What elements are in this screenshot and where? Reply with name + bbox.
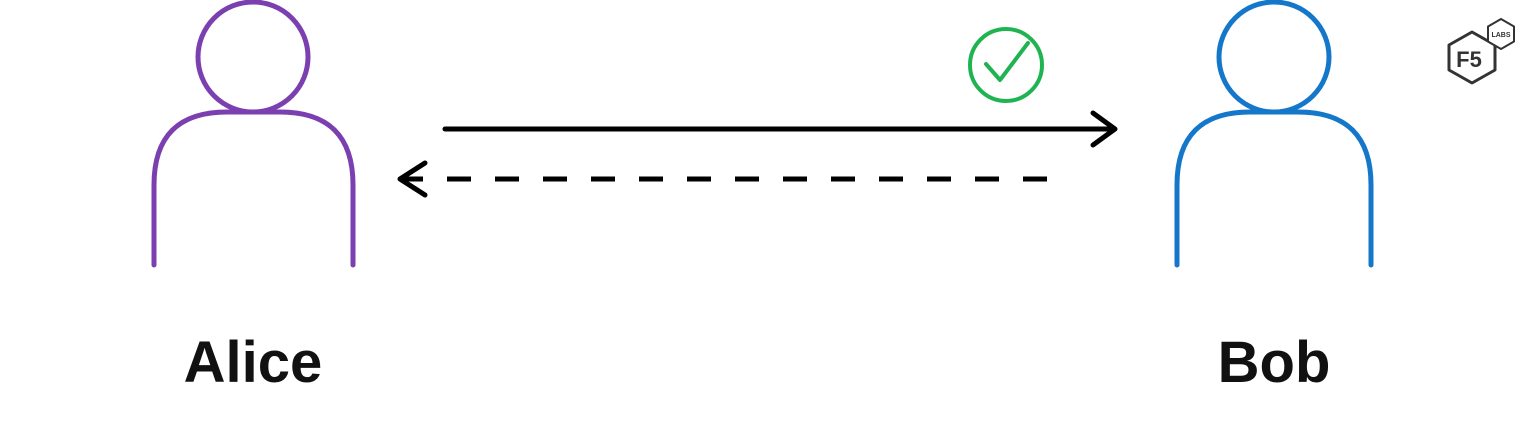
alice-body <box>151 109 356 268</box>
f5-labs-logo-icon: F5 LABS <box>1447 18 1515 85</box>
logo-small-hexagon <box>1487 18 1515 50</box>
dashed-arrow-to-alice <box>397 160 1047 198</box>
logo-sub-text: LABS <box>1491 32 1510 39</box>
bob-person-icon <box>1174 0 1374 268</box>
logo-main-text: F5 <box>1456 47 1482 72</box>
alice-head <box>195 0 311 115</box>
bob-body <box>1174 109 1374 268</box>
bob-head <box>1216 0 1332 115</box>
alice-label: Alice <box>184 330 323 395</box>
alice-person-icon <box>151 0 356 268</box>
solid-arrow-to-bob <box>442 110 1118 148</box>
check-circle-icon <box>968 27 1044 103</box>
bob-label: Bob <box>1218 330 1331 395</box>
